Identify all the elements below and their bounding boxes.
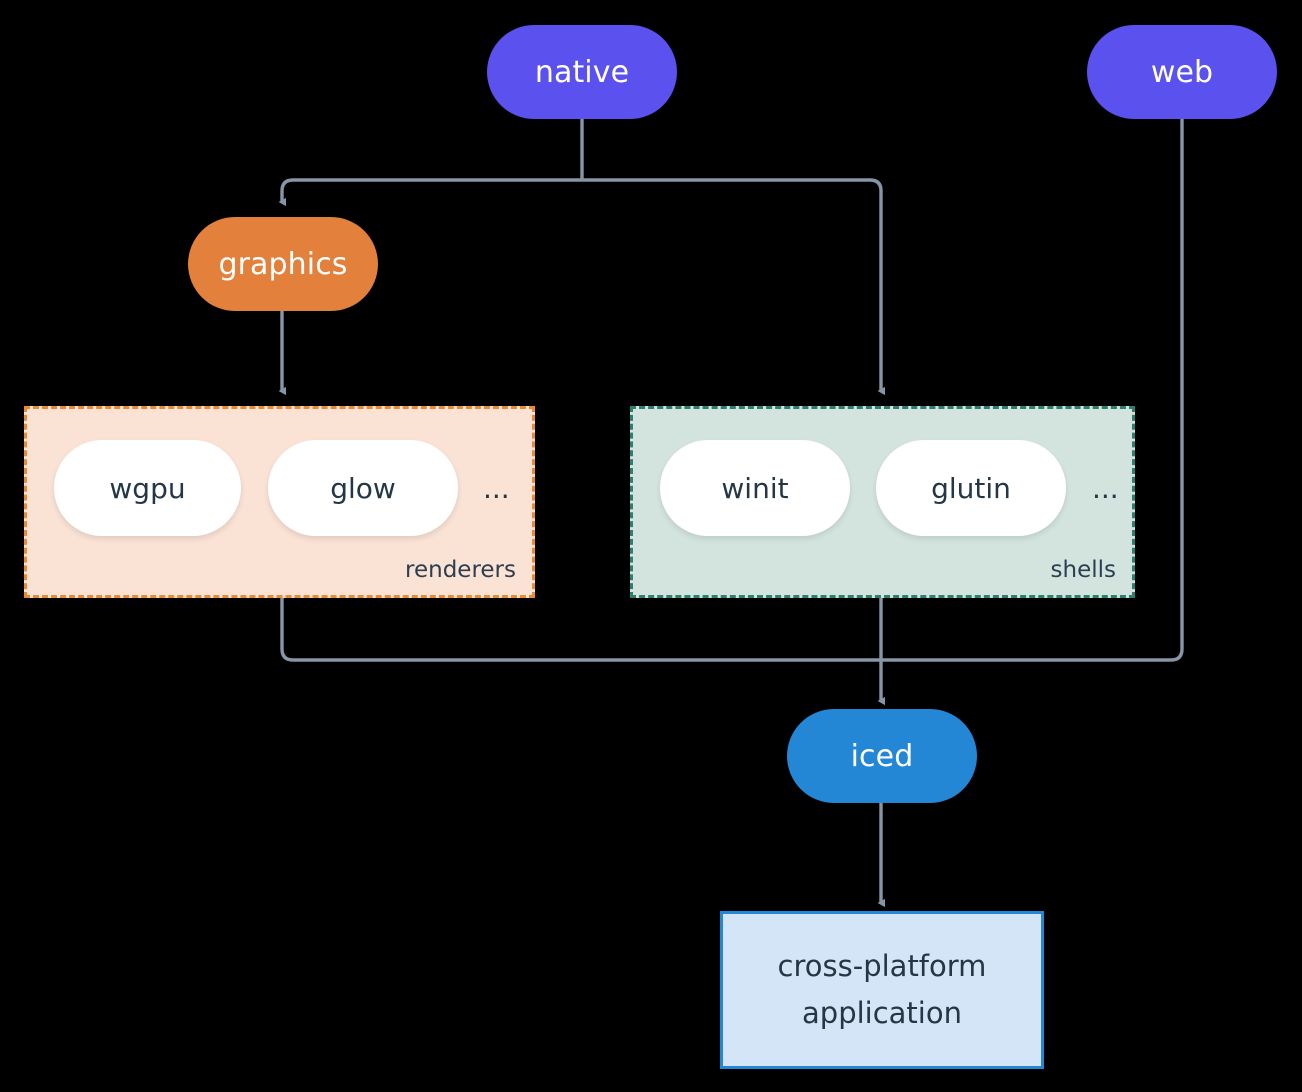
group-renderers: wgpu glow ... renderers xyxy=(24,406,535,598)
renderers-overflow-ellipsis: ... xyxy=(483,472,510,505)
node-native[interactable]: native xyxy=(487,25,677,119)
group-shells-label: shells xyxy=(1050,557,1116,583)
group-renderers-label: renderers xyxy=(405,557,516,583)
chip-glow-label: glow xyxy=(330,471,396,505)
node-cross-platform-application[interactable]: cross-platform application xyxy=(720,911,1044,1069)
edge-split-bar-right xyxy=(582,178,885,396)
chip-winit-label: winit xyxy=(721,471,789,505)
node-iced[interactable]: iced xyxy=(787,709,977,803)
edge-split-bar-left xyxy=(278,178,582,207)
chip-glutin[interactable]: glutin xyxy=(876,440,1066,536)
chip-glutin-label: glutin xyxy=(931,471,1011,505)
application-label-line2: application xyxy=(802,996,962,1030)
shells-overflow-ellipsis: ... xyxy=(1092,472,1119,505)
chip-winit[interactable]: winit xyxy=(660,440,850,536)
chip-wgpu[interactable]: wgpu xyxy=(54,440,241,536)
node-web-label: web xyxy=(1150,54,1214,90)
application-label-line1: cross-platform xyxy=(777,949,987,984)
node-iced-label: iced xyxy=(850,738,914,774)
node-graphics-label: graphics xyxy=(218,246,348,282)
edge-renderers-merge xyxy=(280,598,881,662)
node-native-label: native xyxy=(534,54,630,90)
chip-wgpu-label: wgpu xyxy=(109,471,186,505)
group-shells: winit glutin ... shells xyxy=(630,406,1135,598)
node-graphics[interactable]: graphics xyxy=(188,217,378,311)
chip-glow[interactable]: glow xyxy=(268,440,458,536)
node-web[interactable]: web xyxy=(1087,25,1277,119)
